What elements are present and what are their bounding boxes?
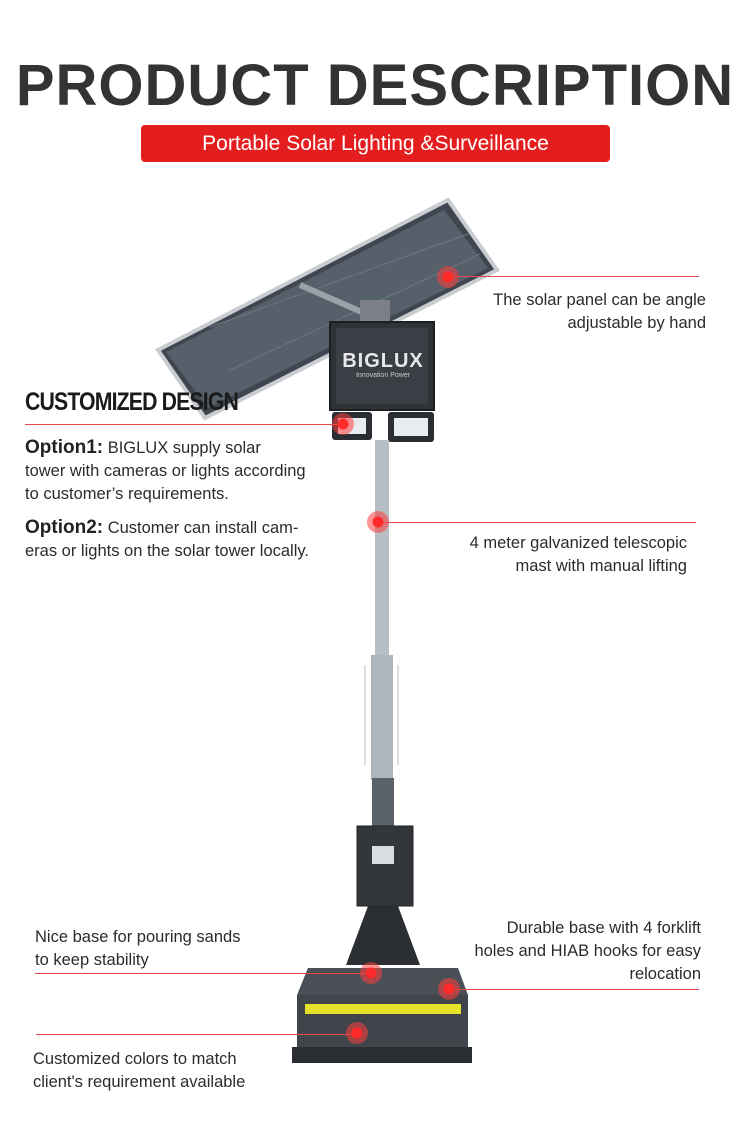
- base-image: [292, 968, 472, 1063]
- telescopic-mast-image: [364, 440, 399, 828]
- colors-marker: [346, 1022, 368, 1044]
- option1-text-b: tower with cameras or lights according: [25, 462, 306, 480]
- durable-text-b: holes and HIAB hooks for easy: [474, 942, 701, 960]
- lights-marker: [332, 413, 354, 435]
- mast-text-a: 4 meter galvanized telescopic: [469, 534, 687, 552]
- brand-logo: BIGLUX: [342, 350, 424, 372]
- option1-text-c: to customer’s requirements.: [25, 485, 229, 503]
- solar-panel-callout-line: [449, 276, 699, 277]
- option2-block: Option2: Customer can install cam- eras …: [25, 516, 355, 563]
- colors-callout: Customized colors to match client's requ…: [33, 1048, 273, 1094]
- base-sand-callout-line: [35, 973, 371, 974]
- control-box-image: [329, 321, 435, 411]
- solar-panel-text-b: adjustable by hand: [567, 314, 706, 332]
- colors-text-b: client's requirement available: [33, 1073, 246, 1091]
- base-sand-text-b: to keep stability: [35, 951, 149, 969]
- colors-callout-line: [36, 1034, 358, 1035]
- lights-callout-line: [25, 424, 345, 425]
- durable-marker: [438, 978, 460, 1000]
- durable-text-a: Durable base with 4 forklift: [506, 919, 701, 937]
- durable-callout-line: [449, 989, 699, 990]
- customized-design-heading: CUSTOMIZED DESIGN: [25, 388, 239, 416]
- mast-marker: [367, 511, 389, 533]
- option2-label: Option2:: [25, 517, 104, 538]
- option1-block: Option1: BIGLUX supply solar tower with …: [25, 436, 355, 506]
- subtitle-banner: Portable Solar Lighting &Surveillance: [141, 125, 610, 162]
- base-sand-marker: [360, 962, 382, 984]
- durable-base-callout: Durable base with 4 forklift holes and H…: [460, 917, 701, 986]
- durable-text-c: relocation: [629, 965, 701, 983]
- base-sand-text-a: Nice base for pouring sands: [35, 928, 241, 946]
- option2-text-b: eras or lights on the solar tower locall…: [25, 542, 309, 560]
- base-sand-callout: Nice base for pouring sands to keep stab…: [35, 926, 295, 972]
- page-title: PRODUCT DESCRIPTION: [15, 53, 735, 118]
- option1-label: Option1:: [25, 437, 104, 458]
- option1-text-a: BIGLUX supply solar: [103, 439, 261, 457]
- mast-text-b: mast with manual lifting: [515, 557, 688, 575]
- solar-panel-callout: The solar panel can be angle adjustable …: [440, 289, 706, 335]
- brand-tagline: Innovation Power: [355, 372, 411, 379]
- solar-panel-text-a: The solar panel can be angle: [493, 291, 706, 309]
- mast-callout-line: [378, 522, 696, 523]
- colors-text-a: Customized colors to match: [33, 1050, 237, 1068]
- mast-callout: 4 meter galvanized telescopic mast with …: [430, 532, 687, 578]
- option2-text-a: Customer can install cam-: [103, 519, 299, 537]
- solar-panel-marker: [437, 266, 459, 288]
